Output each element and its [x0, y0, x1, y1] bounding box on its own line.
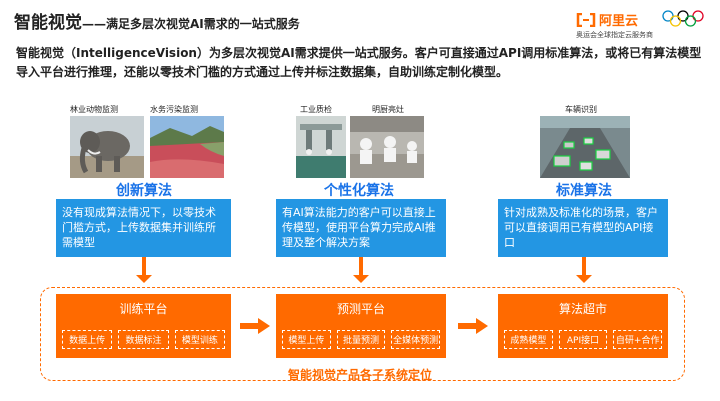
platform-title: 训练平台	[119, 302, 168, 316]
chip-batch-predict: 批量预测	[336, 330, 386, 349]
down-arrow-stem-1	[142, 257, 146, 275]
chip-self-dev: 自研+合作	[613, 330, 663, 349]
platform-training: 训练平台 数据上传 数据标注 模型训练	[56, 294, 231, 358]
chip-api: API接口	[558, 330, 608, 349]
olympic-rings-icon	[662, 10, 704, 27]
chip-model-upload: 模型上传	[282, 330, 331, 349]
right-arrow-icon	[240, 318, 270, 334]
algo-title-standard: 标准算法	[556, 183, 612, 199]
image-label-industrial: 工业质检	[300, 105, 332, 114]
platform-title: 预测平台	[336, 302, 385, 316]
vehicle-recognition-photo	[540, 116, 630, 178]
algo-title-personalized: 个性化算法	[324, 183, 394, 199]
aliyun-logo: 阿里云 奥运会全球指定云服务商	[576, 8, 706, 42]
title-subtitle: ——满足多层次视觉AI需求的一站式服务	[82, 17, 300, 31]
image-label-vehicle: 车辆识别	[565, 105, 597, 114]
down-arrow-icon	[576, 275, 592, 283]
image-label-water: 水务污染监测	[150, 105, 198, 114]
subsystem-caption: 智能视觉产品各子系统定位	[287, 368, 432, 382]
brand-tagline: 奥运会全球指定云服务商	[576, 31, 653, 39]
subsystem-frame	[40, 287, 685, 381]
down-arrow-icon	[136, 275, 152, 283]
right-arrow-icon	[458, 318, 488, 334]
platform-prediction: 预测平台 模型上传 批量预测 全媒体预测	[276, 294, 446, 358]
algo-desc-standard: 针对成熟及标准化的场景，客户可以直接调用已有模型的API接口	[498, 199, 668, 257]
brand-name: 阿里云	[599, 14, 639, 29]
algo-desc-personalized: 有AI算法能力的客户可以直接上传模型，使用平台算力完成AI推理及整个解决方案	[276, 199, 446, 257]
down-arrow-stem-2	[359, 257, 363, 275]
down-arrow-stem-3	[582, 257, 586, 275]
chip-data-upload: 数据上传	[62, 330, 113, 349]
platform-algo-market: 算法超市 成熟模型 API接口 自研+合作	[498, 294, 668, 358]
chip-data-label: 数据标注	[118, 330, 169, 349]
chip-model-train: 模型训练	[174, 330, 225, 349]
brand-mark: 阿里云	[576, 10, 638, 29]
title-main: 智能视觉	[14, 13, 82, 33]
image-label-kitchen: 明厨亮灶	[372, 105, 404, 114]
intro-paragraph: 智能视觉（IntelligenceVision）为多层次视觉AI需求提供一站式服…	[16, 46, 702, 79]
platform-title: 算法超市	[558, 302, 607, 316]
algo-title-innovative: 创新算法	[116, 183, 172, 199]
chip-mature-model: 成熟模型	[504, 330, 553, 349]
elephant-photo	[70, 116, 144, 178]
industrial-inspection-photo	[296, 116, 346, 178]
aliyun-bracket-icon	[576, 12, 596, 27]
river-pollution-photo	[150, 116, 224, 178]
chip-allmedia-predict: 全媒体预测	[391, 330, 441, 349]
image-label-forestry: 林业动物监测	[70, 105, 118, 114]
kitchen-photo	[350, 116, 424, 178]
algo-desc-innovative: 没有现成算法情况下，以零技术门槛方式，上传数据集并训练所需模型	[56, 199, 231, 257]
down-arrow-icon	[353, 275, 369, 283]
page-title: 智能视觉——满足多层次视觉AI需求的一站式服务	[14, 8, 300, 33]
